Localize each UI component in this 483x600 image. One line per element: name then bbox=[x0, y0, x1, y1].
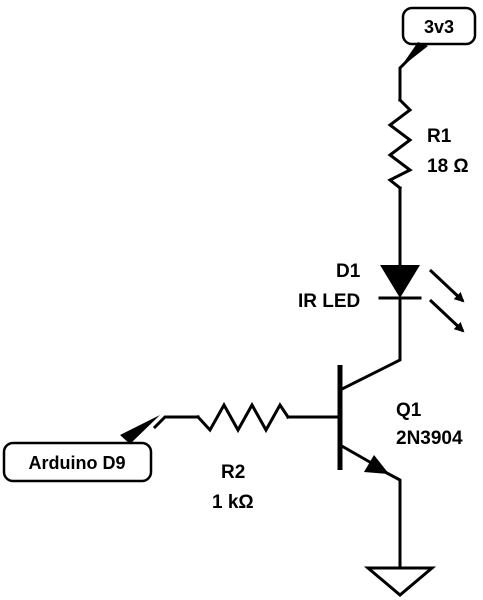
q1-ref-label: Q1 bbox=[396, 400, 422, 421]
r1-ref-label: R1 bbox=[427, 126, 452, 147]
resistor-r1 bbox=[387, 97, 413, 191]
transistor-q1 bbox=[337, 365, 389, 474]
supply-port-label: 3v3 bbox=[424, 17, 454, 37]
r1-value-label: 18 Ω bbox=[427, 156, 469, 177]
d1-ref-label: D1 bbox=[336, 261, 361, 282]
ground-icon bbox=[363, 566, 437, 597]
input-port-pointer bbox=[120, 415, 160, 444]
wire-r2-to-input bbox=[152, 415, 200, 430]
r2-value-label: 1 kΩ bbox=[212, 492, 254, 513]
r2-ref-label: R2 bbox=[221, 462, 245, 483]
q1-value-label: 2N3904 bbox=[396, 428, 463, 449]
supply-port: 3v3 bbox=[400, 6, 477, 68]
wire-d1-to-q1-collector bbox=[337, 296, 402, 393]
input-port: Arduino D9 bbox=[2, 415, 160, 483]
diode-d1 bbox=[378, 265, 422, 300]
wire-supply-to-r1 bbox=[398, 53, 415, 102]
input-port-label: Arduino D9 bbox=[29, 453, 126, 473]
d1-value-label: IR LED bbox=[298, 291, 360, 312]
light-emission-arrows-icon bbox=[428, 268, 465, 333]
wire-emitter-to-ground bbox=[382, 469, 402, 570]
resistor-r2 bbox=[195, 401, 291, 434]
